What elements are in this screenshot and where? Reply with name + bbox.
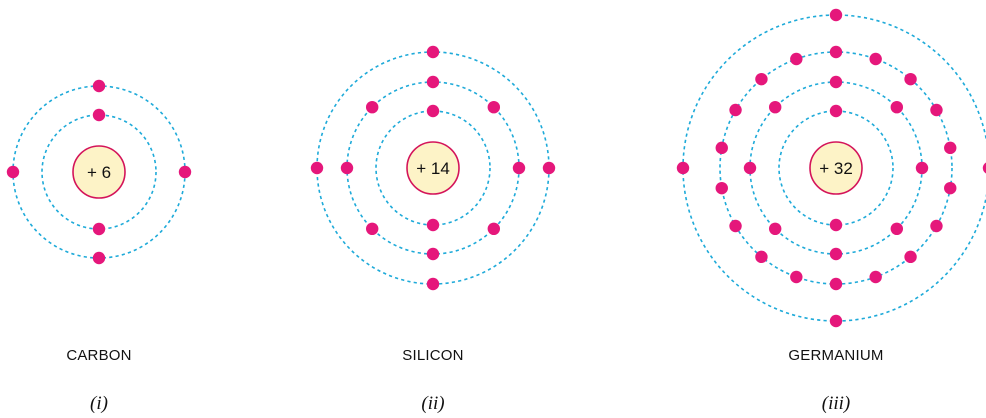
- carbon-shell-1-electron: [92, 222, 106, 236]
- germanium-nucleus-charge: + 32: [819, 159, 853, 178]
- carbon-nucleus-charge: + 6: [87, 163, 111, 182]
- germanium-roman-numeral: (iii): [822, 393, 851, 414]
- germanium-shell-3-electron: [904, 250, 917, 264]
- germanium-shell-1-electron: [829, 104, 843, 118]
- atom-carbon: + 6 CARBON (i): [6, 79, 192, 414]
- germanium-shell-3-electron: [715, 141, 728, 155]
- silicon-electrons: [310, 45, 556, 291]
- silicon-name: SILICON: [402, 347, 463, 364]
- germanium-shell-2-electron: [768, 222, 782, 236]
- germanium-shell-2-electron: [768, 100, 782, 114]
- silicon-shell-2-electron: [340, 161, 354, 175]
- germanium-shell-4-electron: [676, 161, 690, 175]
- silicon-shell-2-electron: [487, 222, 501, 236]
- carbon-shell-2-electron: [92, 251, 106, 265]
- germanium-shell-3-electron: [755, 250, 768, 264]
- germanium-orbit-1: [778, 110, 894, 226]
- germanium-shell-3-electron: [729, 219, 742, 233]
- germanium-shell-3-electron: [944, 141, 957, 155]
- silicon-shell-1-electron: [426, 218, 440, 232]
- silicon-shell-2-electron: [365, 100, 379, 114]
- germanium-shell-2-electron: [890, 222, 904, 236]
- germanium-shell-1-electron: [829, 218, 843, 232]
- germanium-shell-2-electron: [915, 161, 929, 175]
- germanium-shell-3-electron: [829, 45, 843, 59]
- germanium-shell-4-electron: [829, 8, 843, 22]
- germanium-name: GERMANIUM: [788, 347, 883, 364]
- silicon-nucleus-charge: + 14: [416, 159, 450, 178]
- germanium-shell-3-electron: [829, 277, 843, 291]
- silicon-shell-2-electron: [426, 75, 440, 89]
- silicon-shell-3-electron: [426, 277, 440, 291]
- silicon-shell-1-electron: [426, 104, 440, 118]
- germanium-shell-3-electron: [869, 52, 882, 66]
- carbon-electrons: [6, 79, 192, 265]
- silicon-orbit-1: [375, 110, 491, 226]
- silicon-shell-2-electron: [426, 247, 440, 261]
- germanium-shell-3-electron: [715, 181, 728, 195]
- germanium-nucleus: [809, 141, 863, 195]
- germanium-shell-3-electron: [755, 72, 768, 86]
- silicon-shell-2-electron: [365, 222, 379, 236]
- silicon-shell-3-electron: [542, 161, 556, 175]
- germanium-shell-2-electron: [829, 247, 843, 261]
- germanium-shell-2-electron: [829, 75, 843, 89]
- germanium-shell-3-electron: [904, 72, 917, 86]
- carbon-shell-2-electron: [92, 79, 106, 93]
- carbon-orbit-1: [41, 114, 157, 230]
- germanium-shell-2-electron: [743, 161, 757, 175]
- germanium-shell-3-electron: [930, 219, 943, 233]
- silicon-shell-2-electron: [487, 100, 501, 114]
- carbon-shell-1-electron: [92, 108, 106, 122]
- carbon-roman-numeral: (i): [90, 393, 108, 414]
- germanium-shell-3-electron: [729, 103, 742, 117]
- silicon-shell-3-electron: [310, 161, 324, 175]
- carbon-nucleus: [72, 145, 126, 199]
- germanium-shell-3-electron: [944, 181, 957, 195]
- silicon-shell-3-electron: [426, 45, 440, 59]
- germanium-shell-3-electron: [869, 270, 882, 284]
- silicon-roman-numeral: (ii): [421, 393, 444, 414]
- carbon-shell-2-electron: [6, 165, 20, 179]
- silicon-shell-2-electron: [512, 161, 526, 175]
- germanium-electrons: [676, 8, 986, 328]
- germanium-shell-3-electron: [930, 103, 943, 117]
- atom-germanium: + 32 GERMANIUM (iii): [676, 8, 986, 414]
- germanium-shell-2-electron: [890, 100, 904, 114]
- germanium-shell-3-electron: [790, 52, 803, 66]
- germanium-shell-3-electron: [790, 270, 803, 284]
- germanium-shell-4-electron: [982, 162, 986, 174]
- carbon-shell-2-electron: [178, 165, 192, 179]
- atom-silicon: + 14 SILICON (ii): [310, 45, 556, 414]
- carbon-name: CARBON: [66, 347, 131, 364]
- silicon-nucleus: [406, 141, 460, 195]
- germanium-shell-4-electron: [829, 314, 843, 328]
